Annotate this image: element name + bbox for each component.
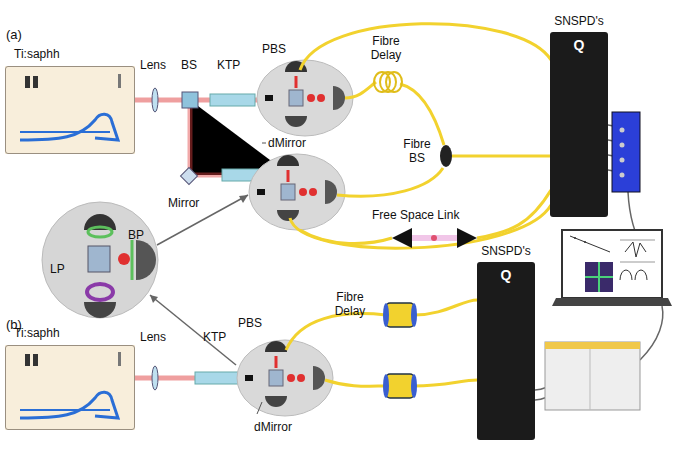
snspd-unit: SNSPD'sQ: [550, 32, 608, 217]
part-label: Free Space Link: [372, 208, 459, 222]
part-label: KTP: [217, 58, 240, 72]
pbs-module: [237, 340, 333, 416]
part-label: Fibre Delay: [366, 34, 406, 62]
zoom-detail: [42, 195, 248, 365]
laser-box: Ti:saphh: [5, 66, 135, 154]
node-heading: SNSPD's: [554, 14, 604, 28]
part-label: dMirror: [268, 136, 306, 150]
part-label: KTP: [203, 330, 226, 344]
part-label: (b): [6, 318, 22, 332]
laptop: [552, 230, 672, 306]
part-label: PBS: [238, 316, 262, 330]
fibre-delay-coil: [374, 72, 402, 92]
pbs-module: [257, 60, 353, 136]
free-space-link: [392, 228, 477, 248]
fibre-connector: [452, 155, 550, 158]
fibre-spool: [383, 303, 417, 398]
node-heading: SNSPD's: [481, 244, 531, 258]
optics: [152, 88, 267, 390]
part-label: Lens: [140, 58, 166, 72]
part-label: Mirror: [168, 196, 199, 210]
node-heading: Ti:saphh: [14, 47, 60, 61]
node-heading: Fibre BS: [399, 137, 435, 165]
laser-box: Ti:saphh: [5, 345, 135, 430]
node-text: Q: [501, 268, 512, 282]
part-label: PBS: [262, 42, 286, 56]
part-label: BS: [181, 58, 197, 72]
part-label: LP: [50, 262, 65, 276]
node-text: Q: [574, 38, 585, 52]
pbs-module: [249, 154, 345, 230]
part-label: BP: [128, 228, 144, 242]
snspd-unit: SNSPD'sQ: [477, 262, 535, 440]
part-label: (a): [6, 28, 22, 42]
fibre-beamsplitter: Fibre BS: [440, 145, 452, 167]
part-label: Fibre Delay: [330, 290, 370, 318]
part-label: Lens: [140, 330, 166, 344]
part-label: dMirror: [254, 420, 292, 434]
leader-line: [257, 143, 266, 414]
